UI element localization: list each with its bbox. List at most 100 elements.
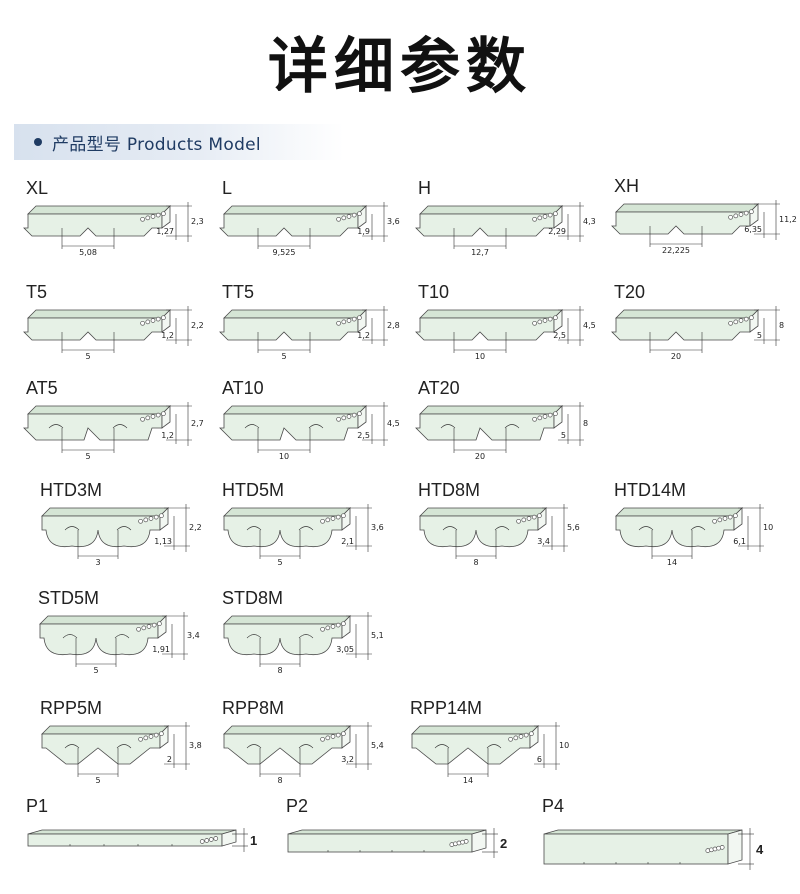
dimension-label: 2,8 (387, 321, 400, 330)
tooth-groove (308, 424, 324, 429)
cord-dot (738, 212, 744, 217)
belt-diagram: 51,913,4 (39, 612, 200, 675)
belt-end-face (529, 725, 539, 749)
cord-dot (733, 213, 739, 219)
cord-dot (335, 622, 341, 628)
tooth-groove (442, 526, 458, 531)
model-label: P4 (542, 796, 565, 816)
cord-dot (712, 518, 717, 524)
dimension-label: 20 (475, 452, 485, 461)
cord-dot (553, 411, 558, 417)
tooth-groove (298, 634, 314, 639)
cord-dot (346, 414, 352, 419)
cord-dot (529, 731, 534, 737)
cord-dot (161, 315, 166, 321)
cord-dot (357, 211, 362, 217)
cord-dot (518, 734, 524, 739)
dimension-label: 3,8 (189, 741, 202, 750)
dimension-label: 2,29 (548, 227, 566, 236)
tooth-groove (64, 744, 80, 749)
cord-dot (542, 318, 548, 323)
dimension-label: 3,4 (537, 537, 550, 546)
dimension-label: 2,7 (191, 419, 204, 428)
model-label: P1 (26, 796, 49, 816)
model-label: HTD3M (40, 480, 102, 500)
dimension-label: 9,525 (273, 248, 296, 257)
belt-top-face (223, 725, 351, 735)
belt-top-face (223, 405, 367, 415)
tooth-groove (244, 424, 260, 429)
dimension-label: 6 (537, 755, 542, 764)
dimension-label: 5 (85, 452, 90, 461)
dimension-label: 2 (500, 836, 507, 851)
belt-top-face (27, 829, 237, 835)
cord-dot (155, 412, 161, 418)
belt-diagram: 5,081,272,3 (23, 202, 204, 257)
belt-end-face (341, 507, 351, 531)
belt-end-face (553, 205, 563, 229)
cord-dot (140, 216, 145, 222)
section-header-label: 产品型号 Products Model (52, 134, 261, 155)
model-label: H (418, 178, 431, 198)
cord-dot (150, 318, 156, 323)
tooth-groove (298, 744, 314, 749)
belt-diagram: 83,055,1 (223, 612, 384, 675)
cord-dot (733, 319, 739, 325)
cord-dot (155, 316, 161, 322)
cord-dot (547, 412, 553, 418)
cord-dot (341, 621, 346, 627)
cord-dot (330, 624, 336, 629)
belt-top-face (27, 205, 171, 215)
cord-dot (717, 517, 723, 523)
belt-body (23, 317, 163, 341)
belt-end-face (553, 405, 563, 429)
belt-diagram: 5 1,2 2,7 (23, 402, 204, 461)
belt-end-face (749, 309, 759, 333)
cord-dot (532, 416, 537, 422)
cord-dot (141, 625, 147, 631)
cord-dot (351, 316, 357, 322)
tooth-groove (48, 424, 64, 429)
cord-dot (336, 416, 341, 422)
belt-body (27, 833, 223, 847)
belt-end-face (553, 309, 563, 333)
tooth-groove (690, 526, 706, 531)
cord-dot (463, 839, 469, 844)
dimension-label: 2,1 (341, 537, 354, 546)
belt-end-face (537, 507, 547, 531)
dimension-label: 14 (667, 558, 677, 567)
belt-end-face (157, 615, 167, 639)
belt-diagram: 1 (27, 828, 257, 852)
dimension-label: 10 (559, 741, 569, 750)
belt-body (219, 317, 359, 341)
model-label: XH (614, 176, 640, 196)
cord-dot (153, 732, 159, 738)
cord-dot (738, 318, 744, 323)
belt-body (615, 515, 735, 548)
model-label: RPP14M (410, 698, 483, 718)
belt-top-face (223, 615, 351, 625)
dimension-label: 1,2 (161, 431, 174, 440)
tooth-groove (434, 744, 450, 749)
cord-dot (336, 320, 341, 326)
dimension-label: 3,6 (371, 523, 384, 532)
dimension-label: 5,1 (371, 631, 384, 640)
cord-dot (320, 518, 325, 524)
dimension-label: 8 (583, 419, 588, 428)
model-label: L (222, 178, 233, 198)
cord-dot (531, 514, 537, 520)
cord-dot (728, 214, 733, 220)
model-label: T5 (26, 282, 48, 302)
dimension-label: 3,6 (387, 217, 400, 226)
page-title: 详细参数 (268, 32, 532, 102)
belt-body (611, 211, 751, 235)
